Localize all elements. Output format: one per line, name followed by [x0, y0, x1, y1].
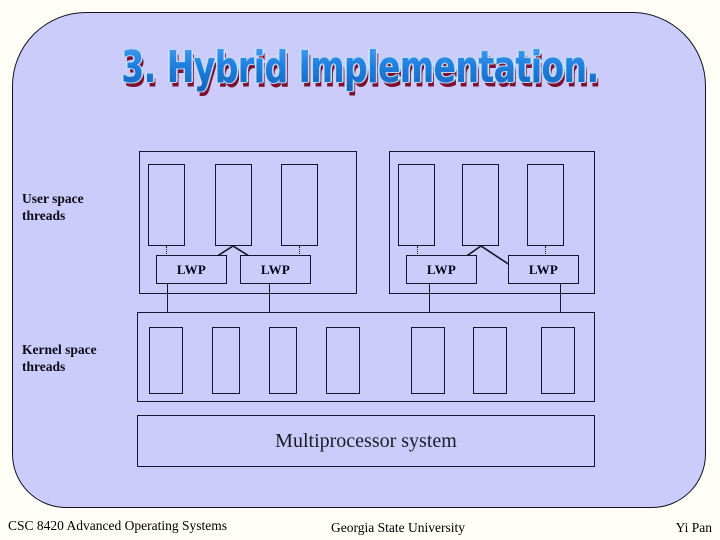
lwp-label: LWP: [426, 261, 457, 277]
multiprocessor-system-box: Multiprocessor system: [137, 415, 595, 467]
user-thread-box: [281, 164, 318, 246]
lwp-kernel-connector: [429, 284, 430, 319]
footer-author: Yi Pan: [675, 520, 712, 535]
lwp-box: LWP: [240, 255, 311, 284]
lwp-label: LWP: [528, 261, 559, 277]
footer-institution: Georgia State University: [331, 520, 465, 535]
slide-footer: CSC 8420 Advanced Operating Systems Geor…: [0, 518, 720, 540]
lwp-kernel-connector: [560, 284, 561, 319]
user-space-threads-label: User space threads: [22, 191, 84, 223]
lwp-box: LWP: [406, 255, 477, 284]
user-thread-box: [215, 164, 252, 246]
user-thread-box: [527, 164, 564, 246]
kernel-thread-box: [541, 327, 575, 394]
lwp-label: LWP: [176, 261, 207, 277]
kernel-space-threads-label: Kernel space threads: [22, 342, 97, 374]
kernel-thread-box: [411, 327, 445, 394]
kernel-thread-box: [269, 327, 297, 394]
lwp-box: LWP: [156, 255, 227, 284]
kernel-thread-box: [149, 327, 183, 394]
lwp-kernel-connector: [269, 284, 270, 319]
lwp-label: LWP: [260, 261, 291, 277]
lwp-kernel-connector: [167, 284, 168, 319]
user-thread-box: [462, 164, 499, 246]
kernel-space-border: [137, 312, 595, 402]
multiprocessor-label: Multiprocessor system: [275, 429, 457, 452]
user-thread-box: [398, 164, 435, 246]
lwp-box: LWP: [508, 255, 579, 284]
kernel-thread-box: [473, 327, 507, 394]
user-thread-box: [148, 164, 185, 246]
footer-course: CSC 8420 Advanced Operating Systems: [8, 518, 227, 533]
kernel-thread-box: [212, 327, 240, 394]
kernel-thread-box: [326, 327, 360, 394]
